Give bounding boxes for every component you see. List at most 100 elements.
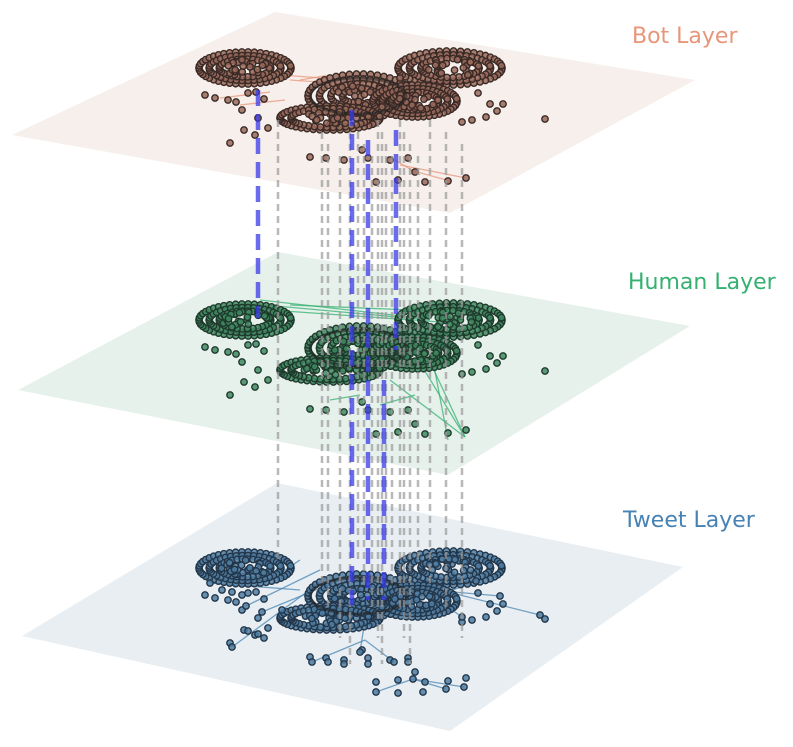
tweet-node <box>244 627 252 635</box>
tweet-layer-label: Tweet Layer <box>623 508 755 533</box>
bot-layer-label: Bot Layer <box>632 24 738 49</box>
bot-node <box>497 61 506 70</box>
tweet-node <box>427 599 436 608</box>
human-node <box>446 312 454 321</box>
human-node <box>482 365 490 373</box>
tweet-node <box>411 668 419 676</box>
bot-edge <box>299 74 331 81</box>
tweet-node <box>541 615 549 623</box>
tweet-node <box>474 562 483 570</box>
bot-node <box>443 95 452 103</box>
human-edge <box>419 339 466 438</box>
tweet-node <box>286 561 295 570</box>
tweet-node <box>493 607 501 615</box>
bot-node <box>224 61 233 70</box>
tweet-hub-ring <box>308 576 408 616</box>
tweet-node <box>232 598 240 606</box>
tweet-node <box>444 677 452 685</box>
tweet-node <box>497 561 506 570</box>
tweet-edge <box>412 678 447 690</box>
tweet-node <box>412 596 421 604</box>
tweet-node <box>394 689 402 697</box>
bot-hub-ring <box>308 76 408 116</box>
tweet-node <box>472 577 480 585</box>
bot-node <box>420 95 428 103</box>
tweet-node <box>260 634 268 642</box>
human-node <box>330 346 339 355</box>
bot-node <box>424 66 433 74</box>
human-node <box>342 344 351 353</box>
tweet-node <box>450 568 459 577</box>
human-node <box>244 341 252 349</box>
tweet-node <box>278 606 286 614</box>
human-node <box>446 320 454 329</box>
human-node <box>421 430 429 438</box>
human-node <box>331 370 340 379</box>
human-node <box>486 313 494 322</box>
human-edge <box>329 394 361 401</box>
tweet-node <box>330 594 339 603</box>
bot-node <box>482 113 490 121</box>
bot-node <box>486 100 494 108</box>
tweet-node <box>466 566 475 574</box>
tweet-node <box>245 564 254 572</box>
bot-node <box>253 65 262 74</box>
bot-edge <box>399 164 467 179</box>
bot-node <box>468 116 476 124</box>
tweet-node <box>276 562 285 570</box>
tweet-node <box>242 602 250 610</box>
tweet-node <box>218 586 226 594</box>
tweet-node <box>451 555 459 564</box>
bot-node <box>286 61 295 70</box>
tweet-node <box>238 591 246 599</box>
tweet-node <box>536 611 544 619</box>
bot-node <box>541 115 549 123</box>
human-node <box>260 347 268 355</box>
tweet-node <box>237 561 246 570</box>
bot-node <box>395 94 404 103</box>
bot-node <box>312 116 321 124</box>
tweet-node <box>496 592 504 600</box>
tweet-node <box>468 616 476 624</box>
bot-node <box>378 103 386 111</box>
human-node <box>244 320 253 329</box>
human-layer-label: Human Layer <box>628 270 776 295</box>
tweet-node <box>238 568 247 577</box>
tweet-node <box>328 620 336 629</box>
human-node <box>420 349 429 358</box>
bot-node <box>463 70 472 79</box>
bot-node <box>408 101 417 110</box>
human-node <box>238 358 246 366</box>
human-edge <box>259 299 421 319</box>
human-node <box>252 340 260 348</box>
bot-node <box>437 69 446 78</box>
tweet-node <box>425 592 434 601</box>
tweet-edge <box>375 678 414 693</box>
bot-node <box>238 106 246 114</box>
bot-node <box>240 126 248 134</box>
human-node <box>243 313 252 322</box>
human-node <box>201 343 209 351</box>
human-node <box>236 318 245 326</box>
tweet-node <box>460 683 468 691</box>
human-node <box>251 383 259 391</box>
human-edge <box>389 379 466 438</box>
bot-node <box>238 55 246 64</box>
tweet-node <box>318 609 327 618</box>
tweet-node <box>241 556 250 565</box>
human-node <box>286 313 295 322</box>
human-node <box>432 349 441 357</box>
bot-node <box>333 114 342 122</box>
tweet-node <box>390 595 399 603</box>
human-node <box>232 350 240 358</box>
human-node <box>226 391 234 399</box>
tweet-node <box>356 590 365 599</box>
bot-node <box>452 94 461 103</box>
human-node <box>541 367 549 375</box>
tweet-edge <box>311 639 366 663</box>
tweet-node <box>486 600 494 608</box>
bot-node <box>258 61 267 70</box>
bot-node <box>201 91 209 99</box>
human-node <box>467 318 476 326</box>
tweet-node <box>442 685 450 693</box>
